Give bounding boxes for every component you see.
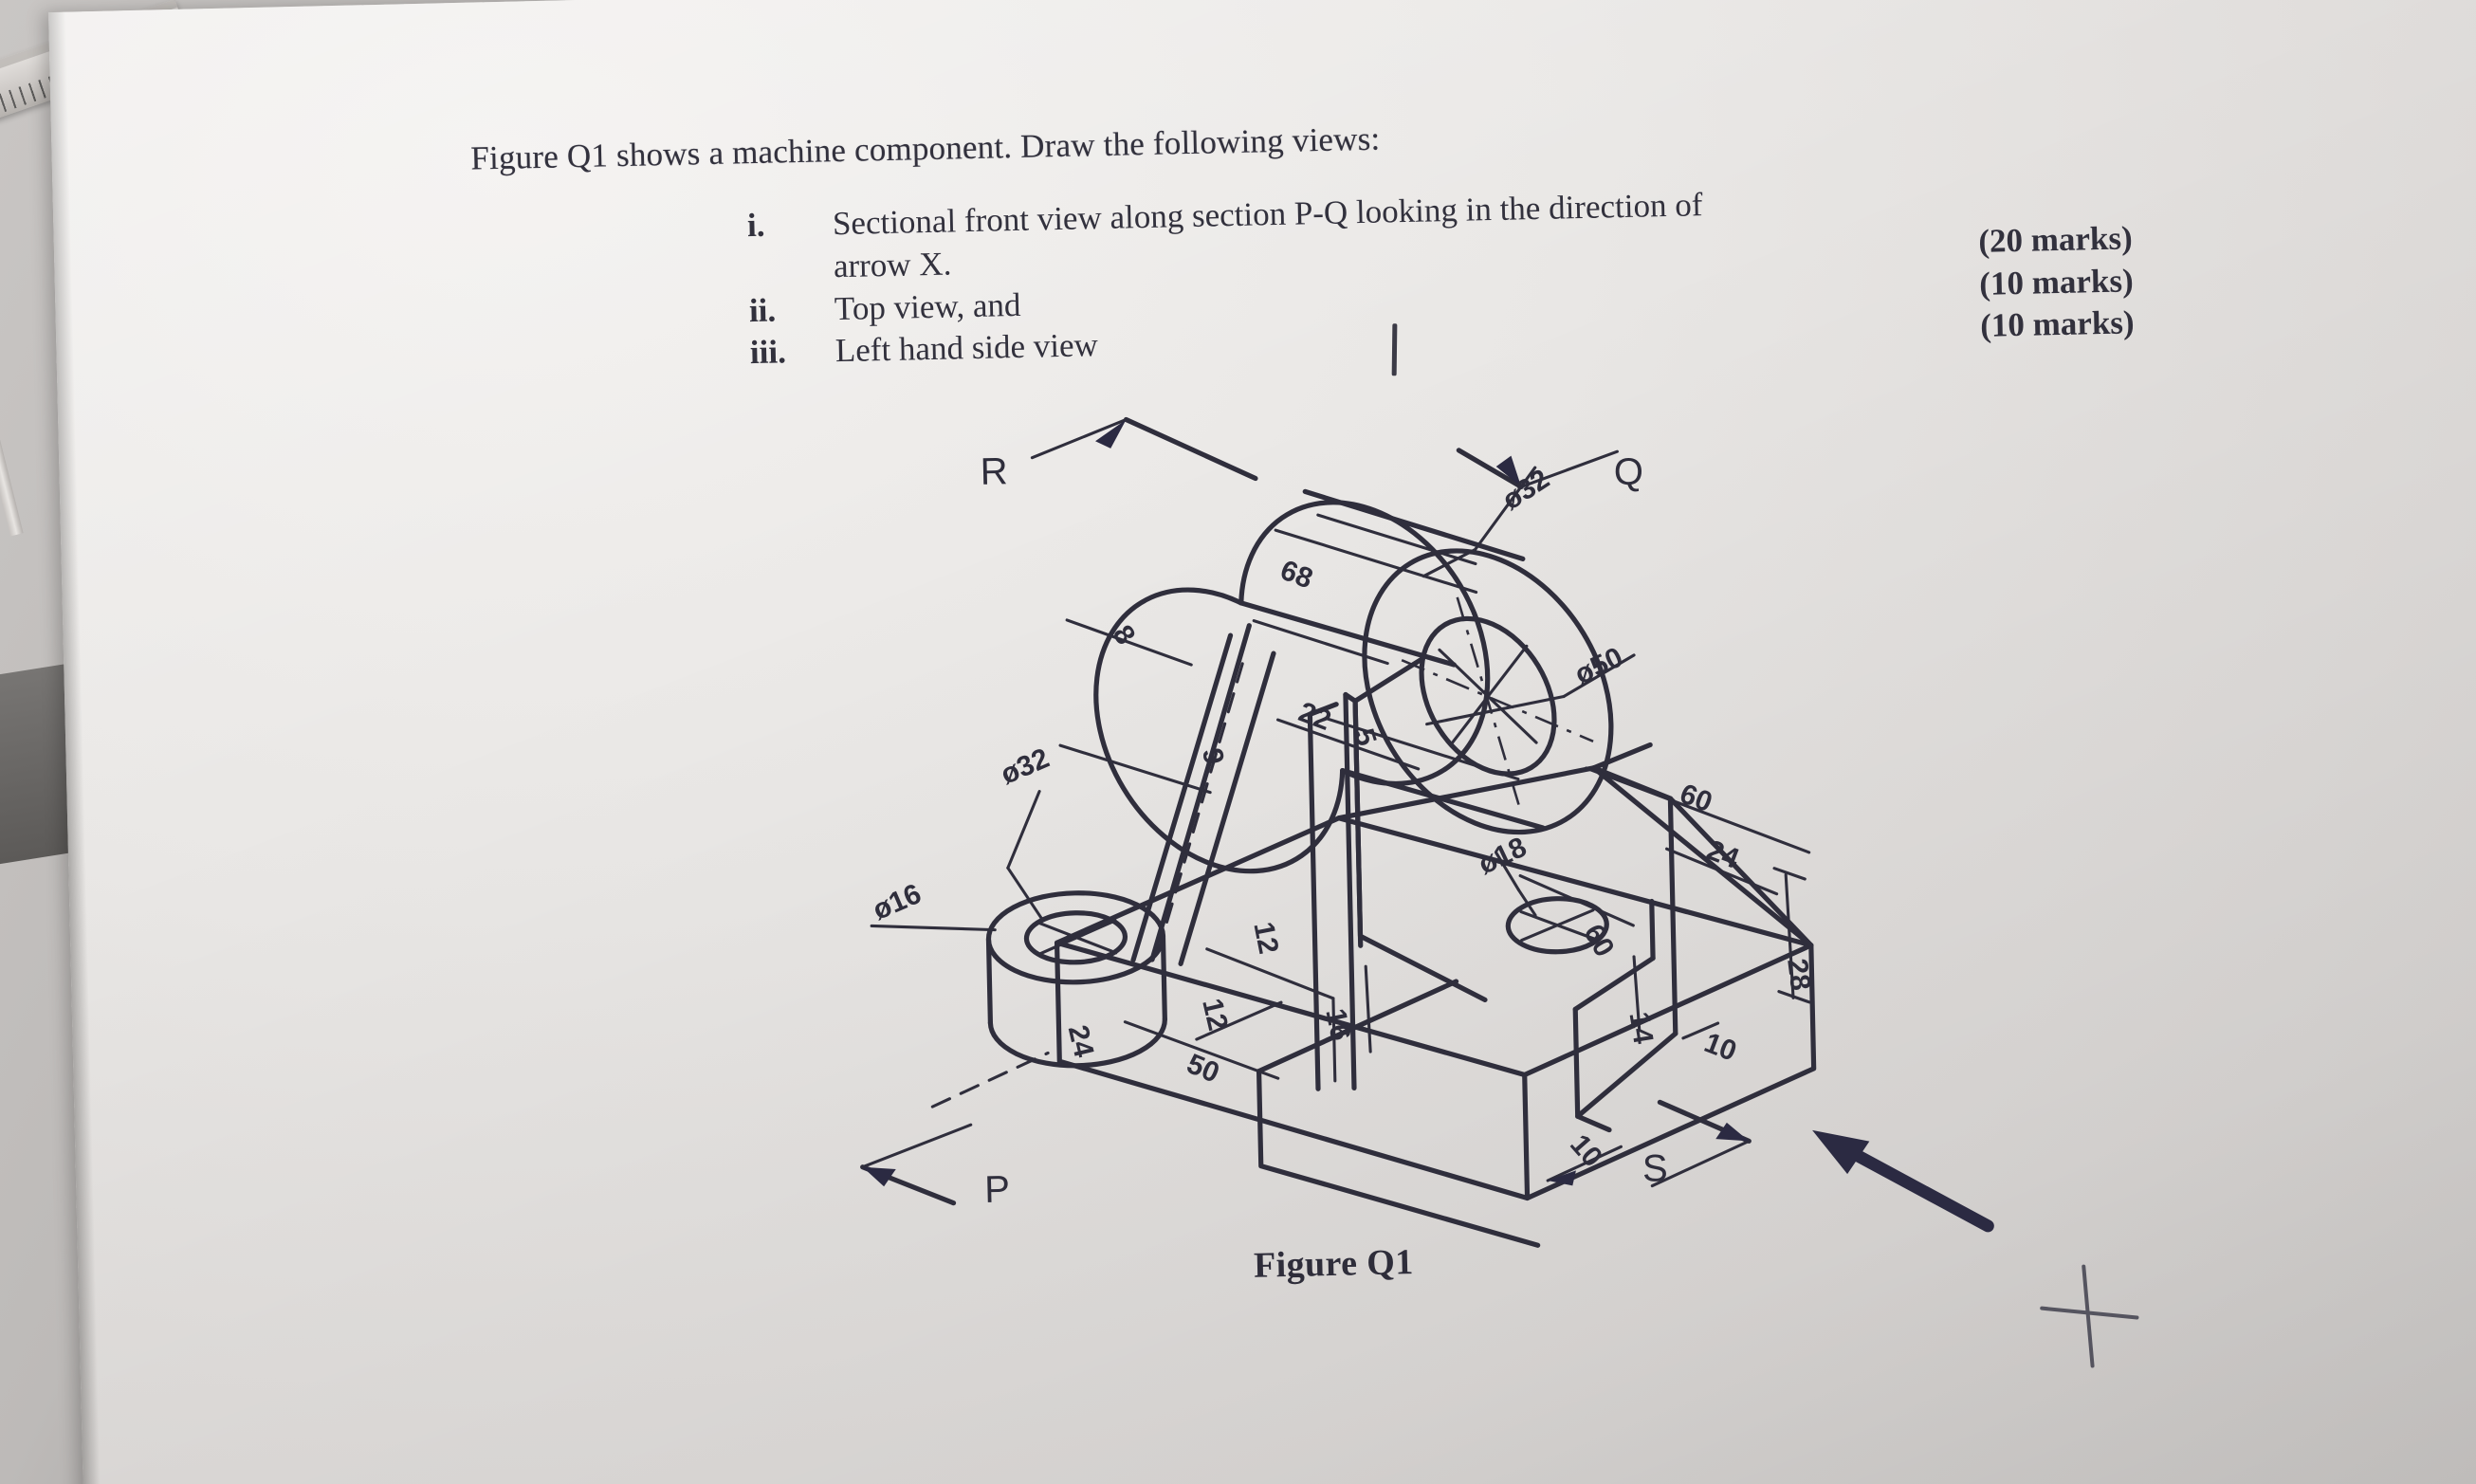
label-p: P (984, 1168, 1011, 1211)
base-block (1054, 742, 1817, 1248)
dimension-leaders (870, 466, 1811, 1083)
label-r: R (980, 450, 1008, 493)
dim-boss-small-bore: ø16 (869, 878, 926, 926)
base-hole (1505, 896, 1609, 955)
dimension-texts: 68 8 9 22 5 ø32 ø50 ø32 ø16 24 12 50 16 … (869, 464, 1816, 1174)
view-direction-arrow (1812, 1129, 1994, 1233)
dim-slot-14: 14 (1623, 1010, 1659, 1047)
label-s: S (1641, 1147, 1668, 1190)
dim-plate-22: 22 (1294, 696, 1335, 737)
figure-caption: Figure Q1 (1253, 1242, 1415, 1286)
dim-cyl-length: 68 (1276, 555, 1317, 595)
dim-base-12b: 12 (1247, 920, 1284, 957)
dim-base-12: 12 (1196, 996, 1234, 1034)
label-q: Q (1613, 451, 1643, 494)
dim-boss-small-outer: ø32 (997, 742, 1055, 791)
dim-rib-web: 9 (1196, 746, 1229, 767)
vertical-support-plate (1307, 657, 1488, 1091)
dim-slot-10: 10 (1700, 1027, 1741, 1068)
section-letter-labels: R Q P S (980, 450, 1668, 1211)
slanted-rib-arm (1130, 623, 1276, 966)
dim-plate-5: 5 (1348, 725, 1382, 750)
dim-base-60-side: 60 (1577, 919, 1620, 962)
dim-hole-18: ø18 (1474, 832, 1531, 881)
section-lines (860, 416, 1752, 1206)
dim-base-28: 28 (1781, 957, 1816, 992)
dim-base-50: 50 (1183, 1048, 1224, 1089)
dim-boss-height: 24 (1062, 1022, 1100, 1060)
dim-big-bore: ø50 (1570, 642, 1628, 691)
main-cylinder (1093, 488, 1614, 874)
small-boss (985, 890, 1167, 1069)
dim-base-16: 16 (1319, 1006, 1356, 1043)
cross-mark (2040, 1264, 2139, 1368)
